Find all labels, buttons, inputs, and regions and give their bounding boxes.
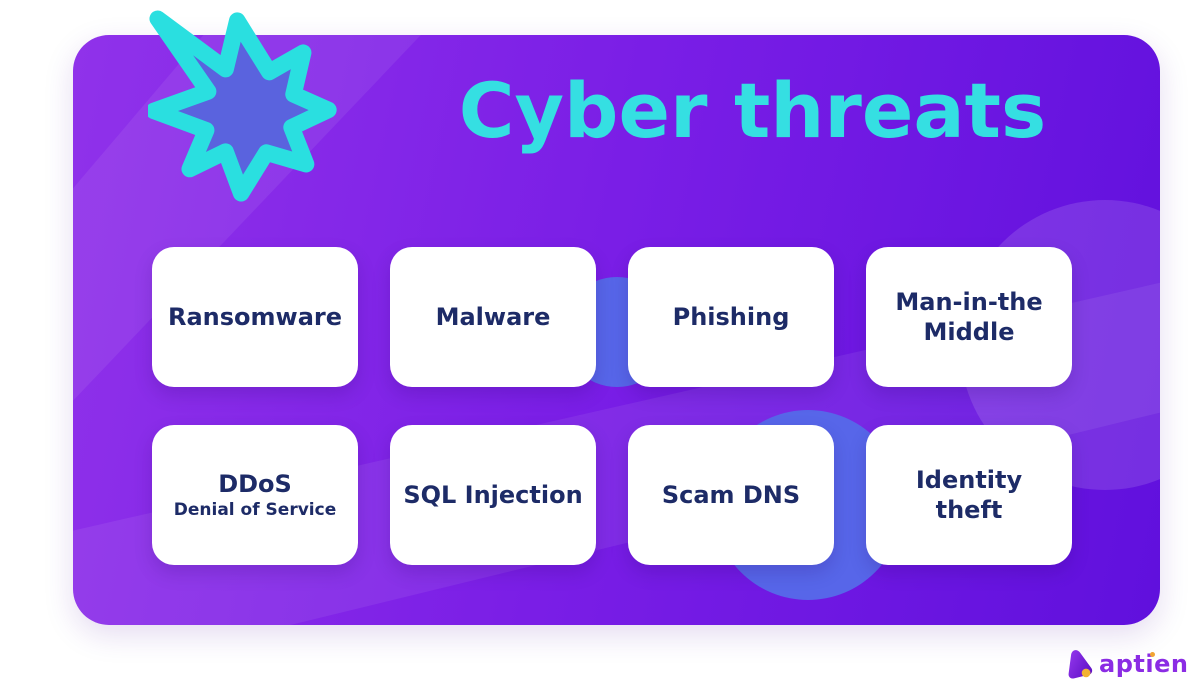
card-man-in-the-middle: Man-in-the Middle [866, 247, 1072, 387]
card-label: Malware [435, 303, 551, 331]
card-identity-theft: Identity theft [866, 425, 1072, 565]
card-ddos: DDoS Denial of Service [152, 425, 358, 565]
card-scam-dns: Scam DNS [628, 425, 834, 565]
brand-logo: aptien [1063, 646, 1188, 682]
card-label: Man-in-the Middle [895, 288, 1043, 346]
aptien-logo-icon [1068, 650, 1093, 679]
card-phishing: Phishing [628, 247, 834, 387]
card-label: DDoS [218, 469, 292, 498]
card-malware: Malware [390, 247, 596, 387]
card-label: Scam DNS [661, 481, 801, 509]
starburst-icon [148, 10, 337, 202]
brand-wordmark: aptien [1099, 646, 1188, 682]
card-label: Ransomware [167, 303, 343, 331]
purple-panel: Cyber threats Ransomware Malware Phishin… [73, 35, 1160, 625]
card-label: SQL Injection [403, 481, 583, 509]
threat-card-grid: Ransomware Malware Phishing Man-in-the M… [152, 247, 1072, 565]
card-ransomware: Ransomware [152, 247, 358, 387]
card-label: Identity theft [915, 466, 1023, 524]
brand-i-dot [1150, 652, 1155, 657]
card-label: Phishing [672, 303, 790, 331]
brand-name: aptien [1099, 650, 1189, 678]
card-sql-injection: SQL Injection [390, 425, 596, 565]
card-sublabel: Denial of Service [173, 499, 337, 520]
page-title: Cyber threats [458, 66, 1047, 155]
